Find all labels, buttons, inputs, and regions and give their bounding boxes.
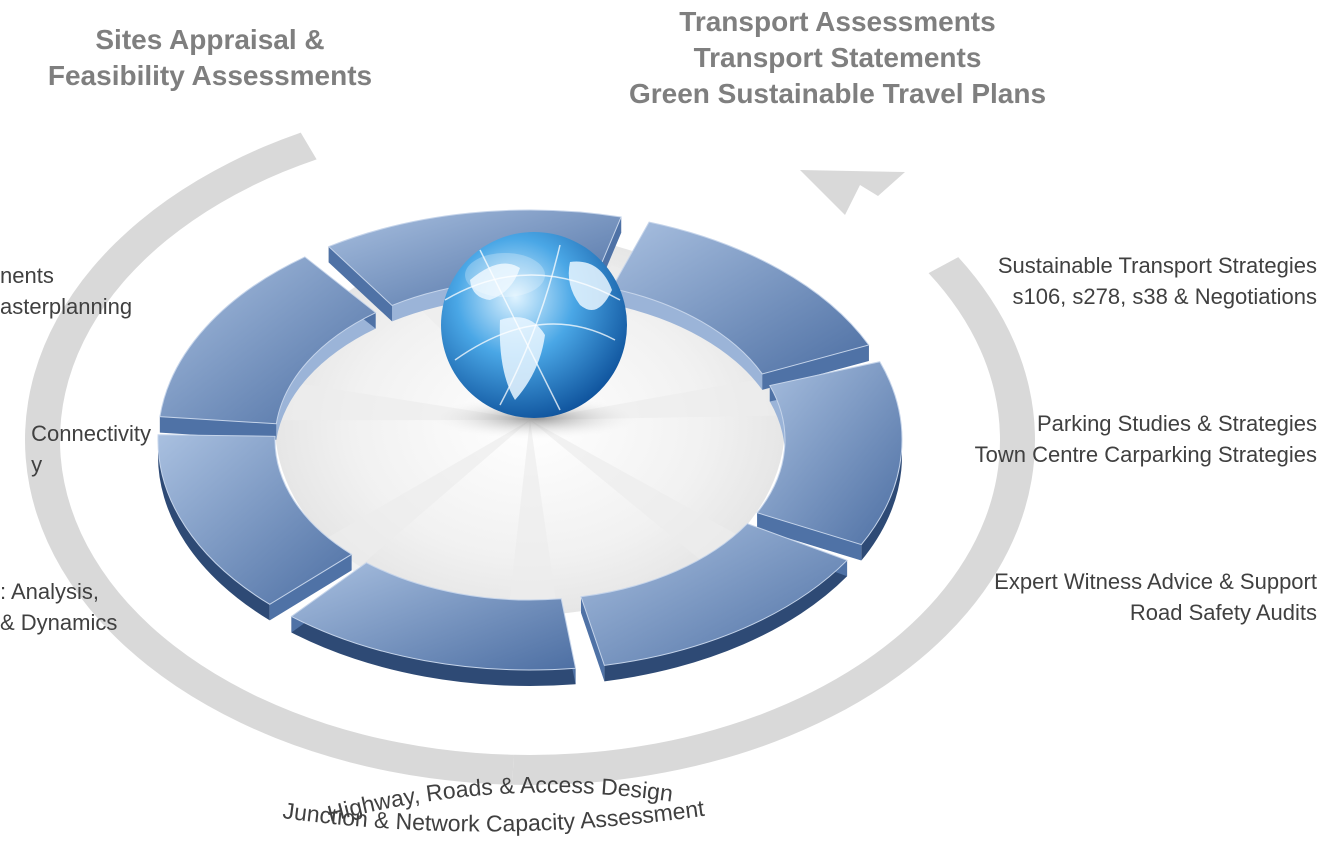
label-left-third: : Analysis, & Dynamics bbox=[0, 576, 117, 638]
heading-sites-appraisal: Sites Appraisal & Feasibility Assessment… bbox=[0, 22, 420, 94]
ring-segment bbox=[157, 434, 353, 621]
arrow-right-arc bbox=[512, 257, 1036, 785]
ring-segment bbox=[610, 221, 870, 390]
label-line: Connectivity bbox=[31, 421, 151, 446]
ring-segment bbox=[290, 562, 577, 686]
heading-line: Green Sustainable Travel Plans bbox=[628, 78, 1047, 109]
heading-line: Feasibility Assessments bbox=[47, 60, 373, 91]
label-line: : Analysis, bbox=[0, 579, 100, 604]
label-parking-studies: Parking Studies & Strategies Town Centre… bbox=[975, 408, 1317, 470]
label-sustainable-transport: Sustainable Transport Strategies s106, s… bbox=[998, 250, 1317, 312]
globe-network-line bbox=[499, 244, 561, 406]
heading-line: Transport Statements bbox=[693, 42, 982, 73]
label-line: s106, s278, s38 & Negotiations bbox=[1012, 284, 1317, 309]
heading-transport-assessments: Transport Assessments Transport Statemen… bbox=[600, 4, 1075, 112]
arrow-head bbox=[800, 170, 905, 215]
floor-ray bbox=[530, 420, 743, 569]
globe-landmass bbox=[470, 263, 520, 300]
globe-highlight bbox=[465, 253, 545, 297]
ring-segment bbox=[159, 256, 377, 440]
globe-shadow bbox=[425, 396, 645, 440]
label-line: Expert Witness Advice & Support bbox=[994, 569, 1317, 594]
globe-network-line bbox=[479, 249, 561, 411]
label-left-second: Connectivity y bbox=[31, 418, 151, 480]
floor-ray bbox=[506, 420, 560, 625]
ring-segment bbox=[580, 523, 848, 682]
label-line: y bbox=[31, 452, 43, 477]
heading-line: Transport Assessments bbox=[679, 6, 996, 37]
label-line: asterplanning bbox=[0, 294, 133, 319]
label-line: Town Centre Carparking Strategies bbox=[974, 442, 1317, 467]
cycle-arrows bbox=[24, 132, 1036, 785]
globe-icon bbox=[425, 232, 645, 440]
globe-network-line bbox=[454, 323, 616, 361]
globe-network-line bbox=[444, 274, 621, 301]
label-line: nents bbox=[0, 263, 54, 288]
ring-segment bbox=[756, 361, 903, 561]
label-expert-witness: Expert Witness Advice & Support Road Saf… bbox=[994, 566, 1317, 628]
label-line: Road Safety Audits bbox=[1129, 600, 1317, 625]
label-line: & Dynamics bbox=[0, 610, 118, 635]
label-line: Sustainable Transport Strategies bbox=[997, 253, 1317, 278]
label-line: Parking Studies & Strategies bbox=[1036, 411, 1317, 436]
floor-ray bbox=[321, 420, 530, 572]
heading-line: Sites Appraisal & bbox=[95, 24, 325, 55]
label-left-first: nents asterplanning bbox=[0, 260, 132, 322]
